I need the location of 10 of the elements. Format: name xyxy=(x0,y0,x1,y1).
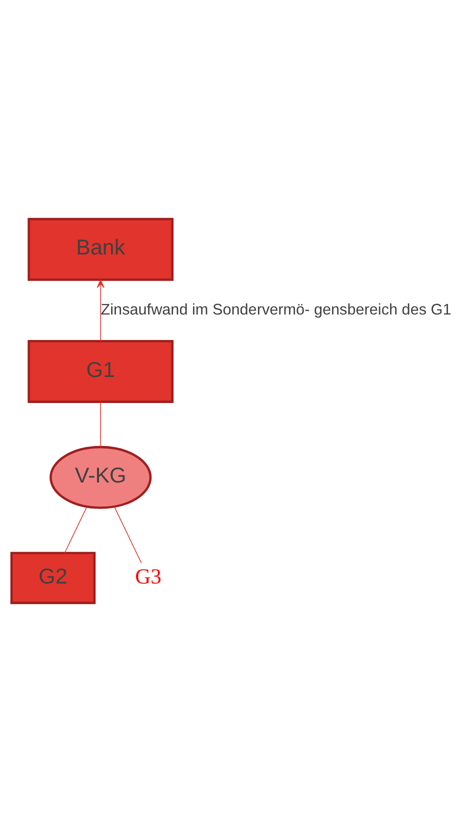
edge-label: Zinsaufwand im Sondervermö- gensbereich des G1 xyxy=(100,300,452,318)
node-ellipse: V-KG xyxy=(50,445,152,508)
arrow xyxy=(96,279,104,341)
connector xyxy=(114,506,142,563)
node-box: G2 xyxy=(10,551,96,604)
connector xyxy=(64,506,88,553)
node-box: G1 xyxy=(28,339,174,402)
node-text: G3 xyxy=(135,564,162,588)
node-box: Bank xyxy=(28,217,174,280)
connector xyxy=(100,400,101,447)
